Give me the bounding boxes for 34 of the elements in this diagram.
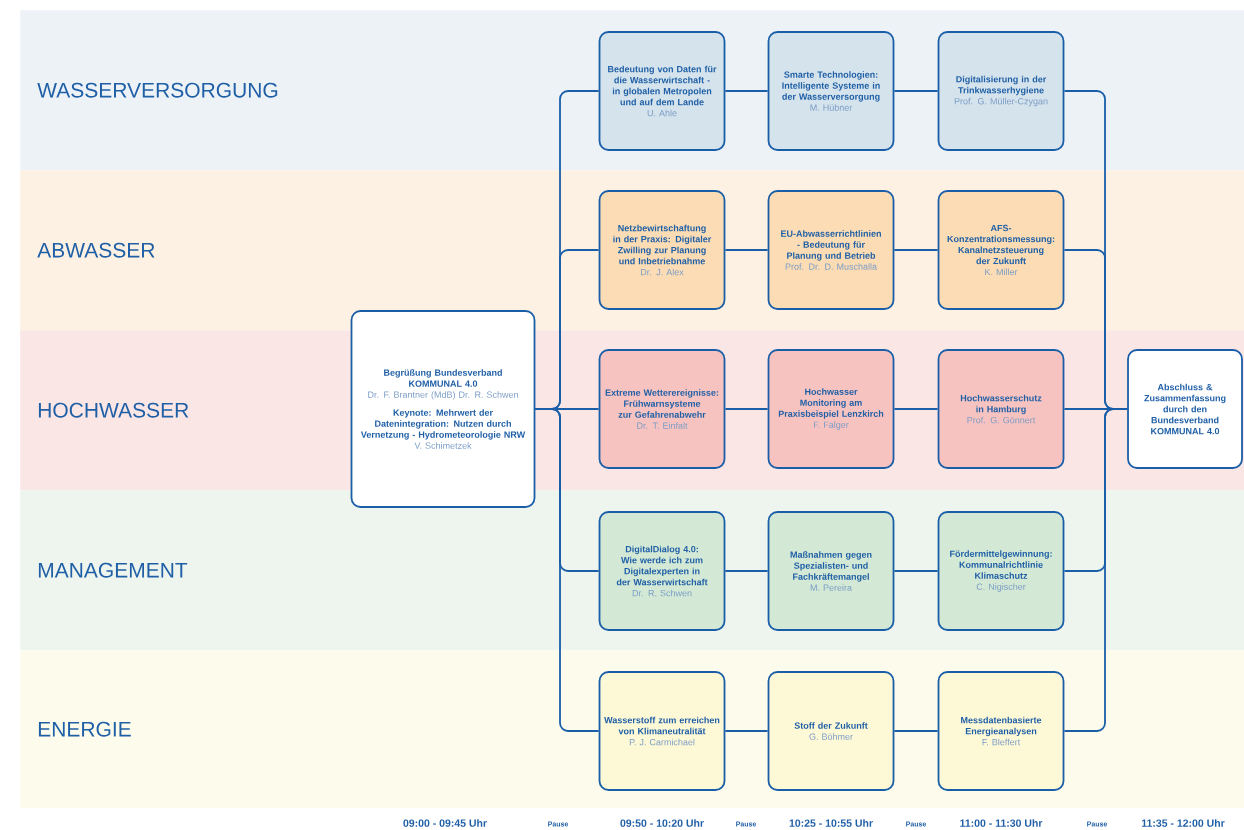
time-label: 10:25 - 10:55 Uhr — [789, 819, 873, 827]
session-box: Hochwasser Monitoring am Praxisbeispiel Lenzkirch F. Falger — [767, 349, 895, 469]
connector-line — [893, 408, 939, 410]
session-box: Extreme Wetterereignisse: Frühwarnsysteme zur Gefahrenabwehr Dr. T. Einfalt — [598, 349, 726, 469]
session-box: Bedeutung von Daten für die Wasserwirtschaft - in globalen Metropolen und auf dem Lande U. Ahle — [598, 31, 726, 151]
connector-line — [534, 408, 600, 732]
session-box: DigitalDialog 4.0: Wie werde ich zum Digitalexperten in der Wasserwirtschaft Dr. R. Schwen — [598, 511, 726, 631]
connector-line — [893, 570, 939, 572]
session-box: Hochwasserschutz in Hamburg Prof. G. Gönnert — [937, 349, 1065, 469]
session-box: Wasserstoff zum erreichen von Klimaneutralität P. J. Carmichael — [598, 671, 726, 791]
closing-box: Abschluss & Zusammenfassung durch den Bundesverband KOMMUNAL 4.0 — [1127, 349, 1243, 469]
session-box: Stoff der Zukunft G. Böhmer — [767, 671, 895, 791]
session-box: Digitalisierung in der Trinkwasserhygiene Prof. G. Müller-Czygan — [937, 31, 1065, 151]
connector-line — [724, 249, 769, 251]
connector-line — [724, 730, 769, 732]
time-label: 09:00 - 09:45 Uhr — [403, 819, 487, 827]
connector-line — [893, 730, 939, 732]
session-box: Smarte Technologien: Intelligente Systeme in der Wasserversorgung M. Hübner — [767, 31, 895, 151]
welcome-box: Begrüßung Bundesverband KOMMUNAL 4.0 Dr. F. Brantner (MdB) Dr. R. Schwen Keynote: Mehrwert der Datenintegration: Nutzen durch Vernetzung - Hydrometeorologie NRW V. Schimetzek — [350, 310, 536, 508]
connector-line — [1063, 408, 1128, 732]
session-box: AFS-Konzentrationsmessung: Kanalnetzsteuerung der Zukunft K. Miller — [937, 190, 1065, 310]
session-box: Fördermittelgewinnung: Kommunalrichtlinie Klimaschutz C. Nigischer — [937, 511, 1065, 631]
time-label: 11:35 - 12:00 Uhr — [1141, 819, 1225, 827]
session-box: Netzbewirtschaftung in der Praxis: Digitaler Zwilling zur Planung und Inbetriebnahme Dr. J. Alex — [598, 190, 726, 310]
time-label: 09:50 - 10:20 Uhr — [620, 819, 704, 827]
session-box: Maßnahmen gegen Spezialisten- und Fachkräftemangel M. Pereira — [767, 511, 895, 631]
connector-line — [724, 90, 769, 92]
connector-line — [893, 249, 939, 251]
connector-line — [724, 570, 769, 572]
connector-line — [724, 408, 769, 410]
session-box: Messdatenbasierte Energieanalysen F. Bleffert — [937, 671, 1065, 791]
time-label: 11:00 - 11:30 Uhr — [960, 819, 1043, 827]
session-box: EU-Abwasserrichtlinien - Bedeutung für Planung und Betrieb Prof. Dr. D. Muschalla — [767, 190, 895, 310]
connector-line — [893, 90, 939, 92]
